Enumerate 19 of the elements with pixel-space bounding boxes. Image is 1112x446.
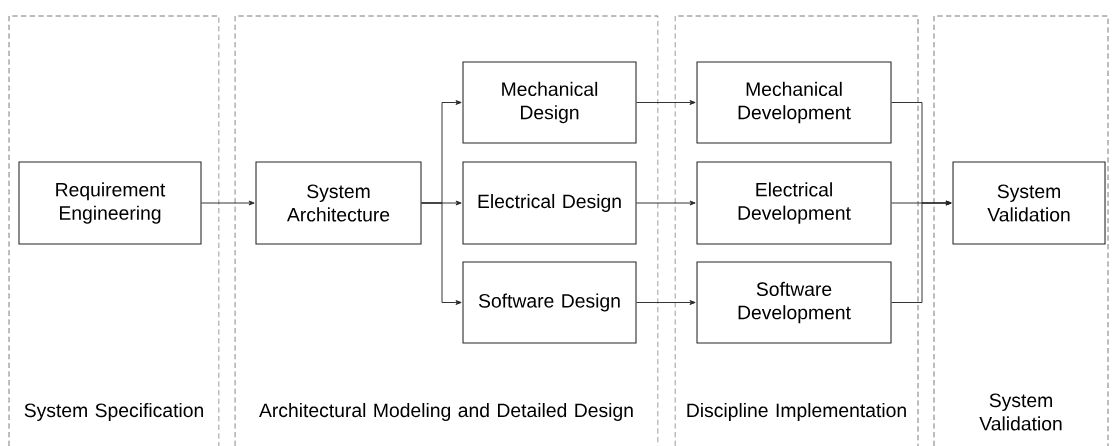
arrow bbox=[636, 100, 696, 105]
phase-label: Discipline Implementation bbox=[687, 403, 906, 421]
phase-label: System Validation bbox=[979, 393, 1062, 431]
process-box: Mechanical Design bbox=[462, 61, 637, 144]
process-box: Software Development bbox=[696, 261, 892, 344]
process-box: Electrical Development bbox=[696, 161, 892, 245]
process-box: System Architecture bbox=[255, 161, 422, 245]
arrow bbox=[636, 300, 696, 305]
arrow bbox=[636, 200, 696, 206]
process-box: Requirement Engineering bbox=[18, 161, 202, 245]
arrow bbox=[421, 202, 462, 305]
arrow bbox=[201, 200, 255, 206]
arrow bbox=[891, 200, 952, 303]
process-box: Electrical Design bbox=[462, 161, 637, 245]
phase-label: Architectural Modeling and Detailed Design bbox=[259, 403, 633, 421]
process-box: Software Design bbox=[462, 261, 637, 344]
process-box: System Validation bbox=[952, 161, 1106, 245]
phase-label: System Specification bbox=[24, 403, 203, 421]
process-box: Mechanical Development bbox=[696, 61, 892, 144]
